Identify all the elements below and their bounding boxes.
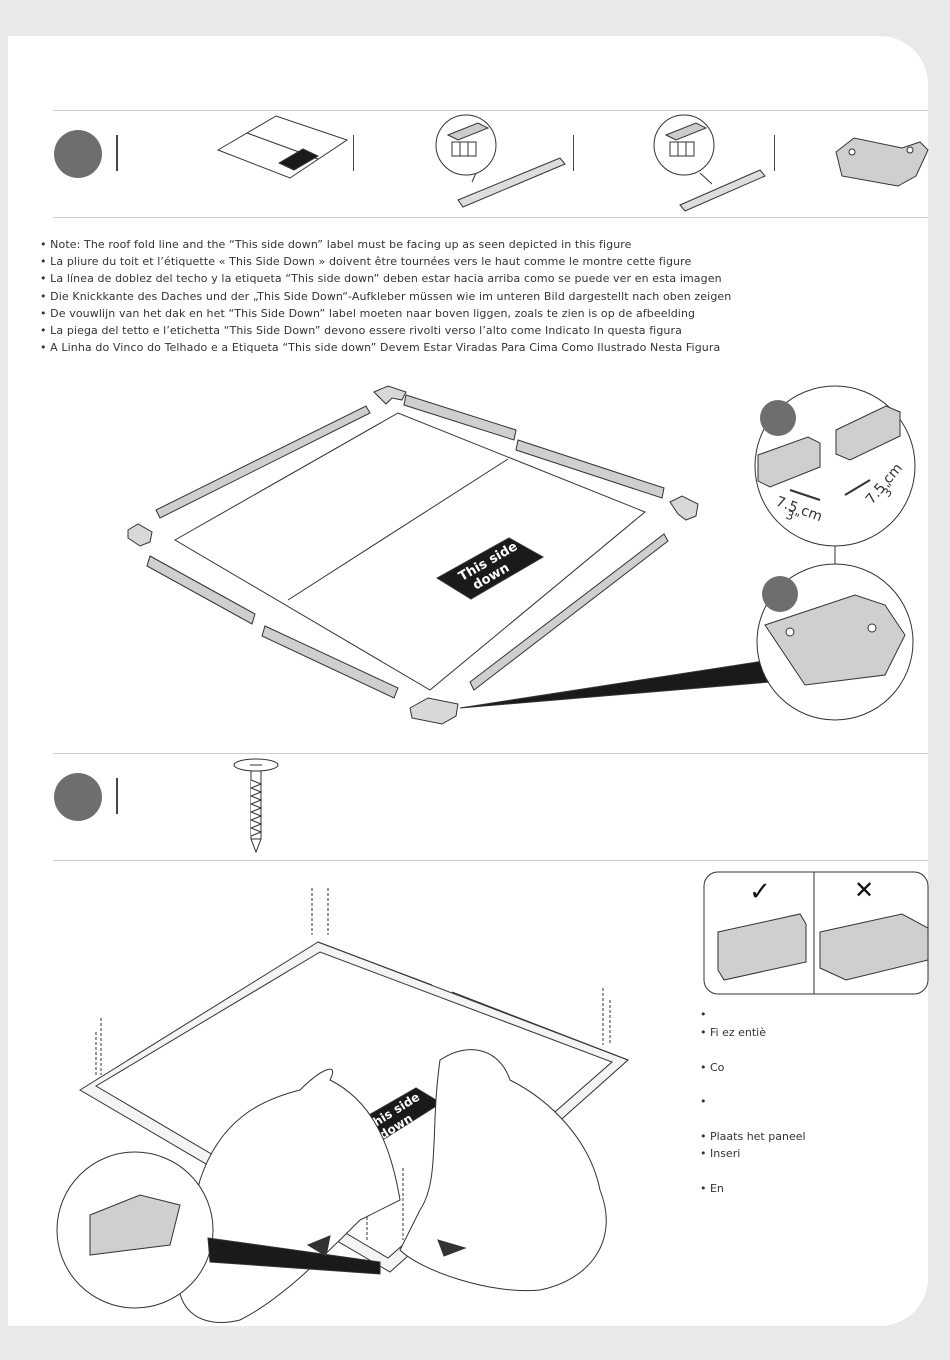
divider-step2-bottom bbox=[53, 860, 928, 861]
step-number-circle-2 bbox=[54, 773, 102, 821]
detail-marker-a bbox=[760, 400, 796, 436]
divider-parts-bottom bbox=[53, 217, 928, 218]
roof-panel-part bbox=[216, 115, 349, 179]
push-arrow bbox=[306, 1235, 331, 1257]
step-separator-2 bbox=[116, 778, 118, 814]
orientation-notes: • Note: The roof fold line and the “This… bbox=[40, 236, 731, 356]
push-arrow bbox=[437, 1239, 467, 1257]
truncated-bullet: • Fi ez entiè bbox=[700, 1026, 766, 1039]
person-right bbox=[399, 1049, 607, 1292]
dimension-imperial-left: 3" bbox=[784, 508, 801, 526]
step-separator-1 bbox=[116, 135, 118, 171]
truncated-bullet: • Inseri bbox=[700, 1147, 741, 1160]
orientation-comparison-box: ✓ ✕ bbox=[703, 871, 929, 995]
roof-panel bbox=[174, 412, 646, 691]
long-profile-part-b bbox=[653, 114, 766, 212]
divider-top bbox=[53, 110, 928, 111]
corner-pieces bbox=[127, 385, 699, 725]
frame-profiles bbox=[146, 394, 669, 699]
truncated-bullet: • bbox=[700, 1095, 707, 1108]
incorrect-cross-icon: ✕ bbox=[854, 876, 874, 904]
note-it: • La piega del tetto e l’etichetta “This… bbox=[40, 324, 682, 338]
truncated-bullet: • Co bbox=[700, 1061, 725, 1074]
divider-step2-top bbox=[53, 753, 928, 754]
note-en: • Note: The roof fold line and the “This… bbox=[40, 238, 632, 251]
correct-check-icon: ✓ bbox=[749, 877, 771, 907]
note-nl: • De vouwlijn van het dak en het “This S… bbox=[40, 306, 696, 320]
truncated-bullet: • bbox=[700, 1008, 707, 1021]
note-de: • Die Knickkante des Daches und der „Thi… bbox=[40, 289, 732, 303]
truncated-bullet: • En bbox=[700, 1182, 724, 1195]
corner-connector-part bbox=[835, 137, 929, 187]
detail-marker-b bbox=[762, 576, 798, 612]
part-separator bbox=[774, 135, 775, 171]
note-es: • La línea de doblez del techo y la etiq… bbox=[40, 272, 722, 286]
part-separator bbox=[353, 135, 354, 171]
note-fr: • La pliure du toit et l’étiquette « Thi… bbox=[40, 255, 692, 269]
part-separator bbox=[573, 135, 574, 171]
note-pt: • A Linha do Vinco do Telhado e a Etique… bbox=[40, 341, 721, 355]
long-profile-part-a bbox=[435, 114, 566, 208]
truncated-bullet: • Plaats het paneel bbox=[700, 1130, 806, 1143]
step-number-circle-1 bbox=[54, 130, 102, 178]
fold-line bbox=[287, 458, 509, 601]
